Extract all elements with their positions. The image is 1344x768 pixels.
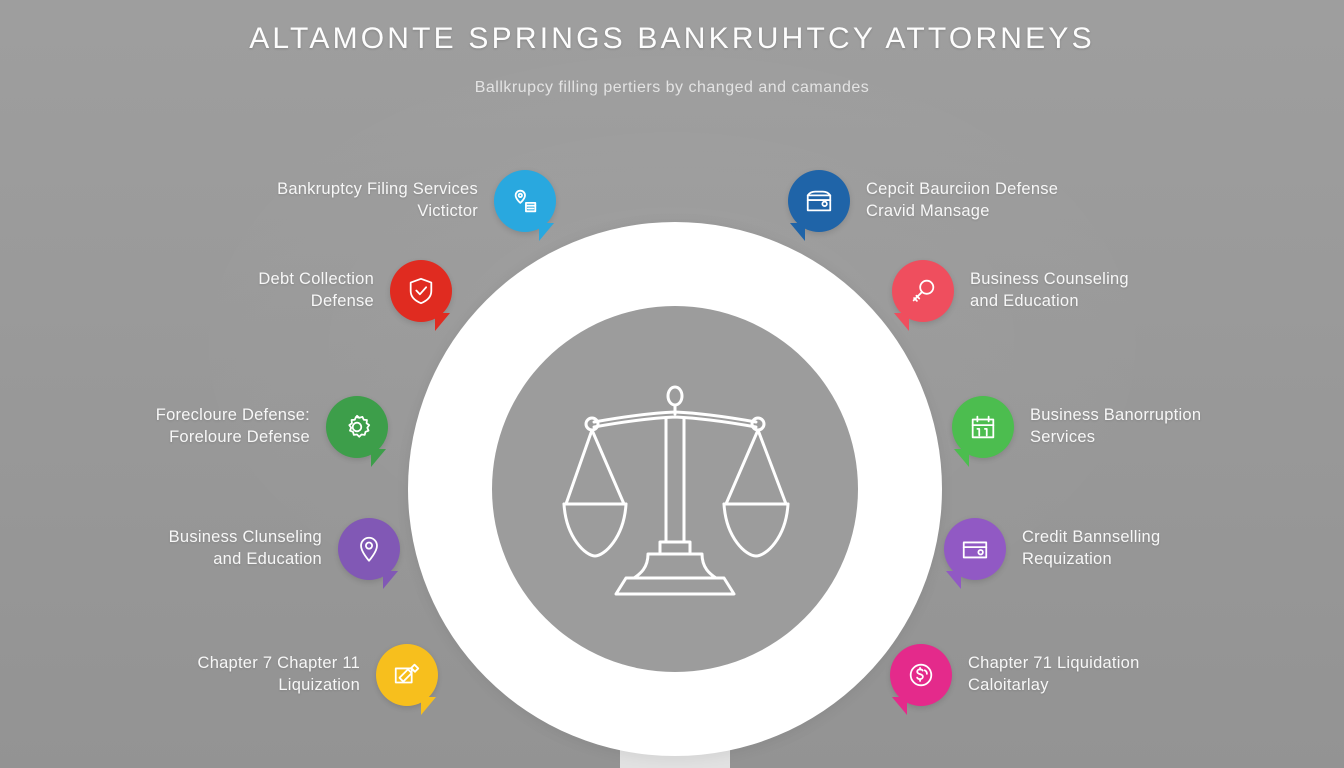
node-label: Business Counseling and Education: [970, 269, 1129, 313]
location-pin-icon: [360, 536, 378, 562]
node-bubble[interactable]: [494, 170, 556, 241]
node-label: Forecloure Defense: Foreloure Defense: [156, 405, 310, 449]
node-bubble[interactable]: [376, 644, 438, 715]
node-label-line2: Victictor: [417, 202, 478, 220]
node-label-line1: Business Clunseling: [168, 528, 322, 547]
node-debt-collection-defense[interactable]: Debt Collection Defense: [0, 260, 452, 331]
node-label: Bankruptcy Filing Services Victictor: [277, 179, 478, 223]
node-bubble[interactable]: [892, 260, 954, 331]
node-label-line2: and Education: [213, 550, 322, 568]
node-label: Business Banorruption Services: [1030, 405, 1201, 449]
node-chapter-7-chapter-11-liquidation[interactable]: Chapter 7 Chapter 11 Liquization: [0, 644, 438, 715]
gear-icon: [348, 414, 371, 438]
node-label-line2: Requization: [1022, 550, 1112, 568]
node-label-line2: Caloitarlay: [968, 676, 1049, 694]
inner-circle: [492, 306, 858, 672]
node-bubble[interactable]: [390, 260, 452, 331]
node-label: Business Clunseling and Education: [169, 527, 322, 571]
wallet-card-icon: [962, 541, 988, 559]
node-bankruptcy-filing-services[interactable]: Bankruptcy Filing Services Victictor: [0, 170, 556, 241]
node-bubble[interactable]: [890, 644, 952, 715]
node-label-line2: Cravid Mansage: [866, 202, 990, 220]
node-chapter-71-liquidation[interactable]: Chapter 71 Liquidation Caloitarlay: [890, 644, 1344, 715]
calendar-icon: [971, 415, 995, 439]
node-label-line1: Bankruptcy Filing Services: [277, 180, 478, 199]
node-bubble[interactable]: [788, 170, 850, 241]
node-label-line1: Business Counseling: [970, 270, 1129, 289]
node-label-line1: Cepcit Baurciion Defense: [866, 180, 1059, 199]
edit-card-icon: [394, 663, 420, 684]
node-label-line1: Credit Bannselling: [1022, 528, 1161, 547]
briefcase-icon: [806, 190, 832, 212]
node-bubble[interactable]: [338, 518, 400, 589]
scales-of-justice-icon: [560, 378, 790, 600]
page-title: ALTAMONTE SPRINGS BANKRUHTCY ATTORNEYS: [249, 22, 1095, 55]
node-business-counseling-education-right[interactable]: Business Counseling and Education: [892, 260, 1344, 331]
shield-check-icon: [409, 277, 433, 305]
node-label-line1: Forecloure Defense:: [155, 406, 310, 425]
magnifier-key-icon: [912, 279, 935, 302]
node-label-line1: Chapter 71 Liquidation: [968, 654, 1140, 673]
node-label-line1: Business Banorruption: [1030, 406, 1202, 425]
node-label: Chapter 7 Chapter 11 Liquization: [198, 653, 360, 697]
node-label: Debt Collection Defense: [258, 269, 374, 313]
node-foreclosure-defense[interactable]: Forecloure Defense: Foreloure Defense: [0, 396, 388, 467]
node-label-line1: Debt Collection: [258, 270, 374, 289]
node-label-line2: Defense: [310, 292, 374, 310]
node-label-line2: and Education: [970, 292, 1079, 310]
node-label-line1: Chapter 7 Chapter 11: [197, 654, 360, 673]
node-label: Chapter 71 Liquidation Caloitarlay: [968, 653, 1140, 697]
page-subtitle: Ballkrupcy filling pertiers by changed a…: [474, 79, 870, 96]
node-credit-counselling-requization[interactable]: Credit Bannselling Requization: [944, 518, 1344, 589]
node-bubble[interactable]: [326, 396, 388, 467]
node-label-line2: Services: [1030, 428, 1096, 446]
node-label: Cepcit Baurciion Defense Cravid Mansage: [866, 179, 1058, 223]
coin-dollar-icon: [909, 663, 933, 687]
node-bubble[interactable]: [944, 518, 1006, 589]
node-label: Credit Bannselling Requization: [1022, 527, 1160, 571]
node-business-bankruption-services[interactable]: Business Banorruption Services: [952, 396, 1344, 467]
document-pin-icon: [514, 189, 537, 213]
node-bubble[interactable]: [952, 396, 1014, 467]
node-business-counseling-education-left[interactable]: Business Clunseling and Education: [0, 518, 400, 589]
node-credit-bankruption-defense[interactable]: Cepcit Baurciion Defense Cravid Mansage: [788, 170, 1344, 241]
node-label-line2: Liquization: [278, 676, 360, 694]
node-label-line2: Foreloure Defense: [169, 428, 310, 446]
